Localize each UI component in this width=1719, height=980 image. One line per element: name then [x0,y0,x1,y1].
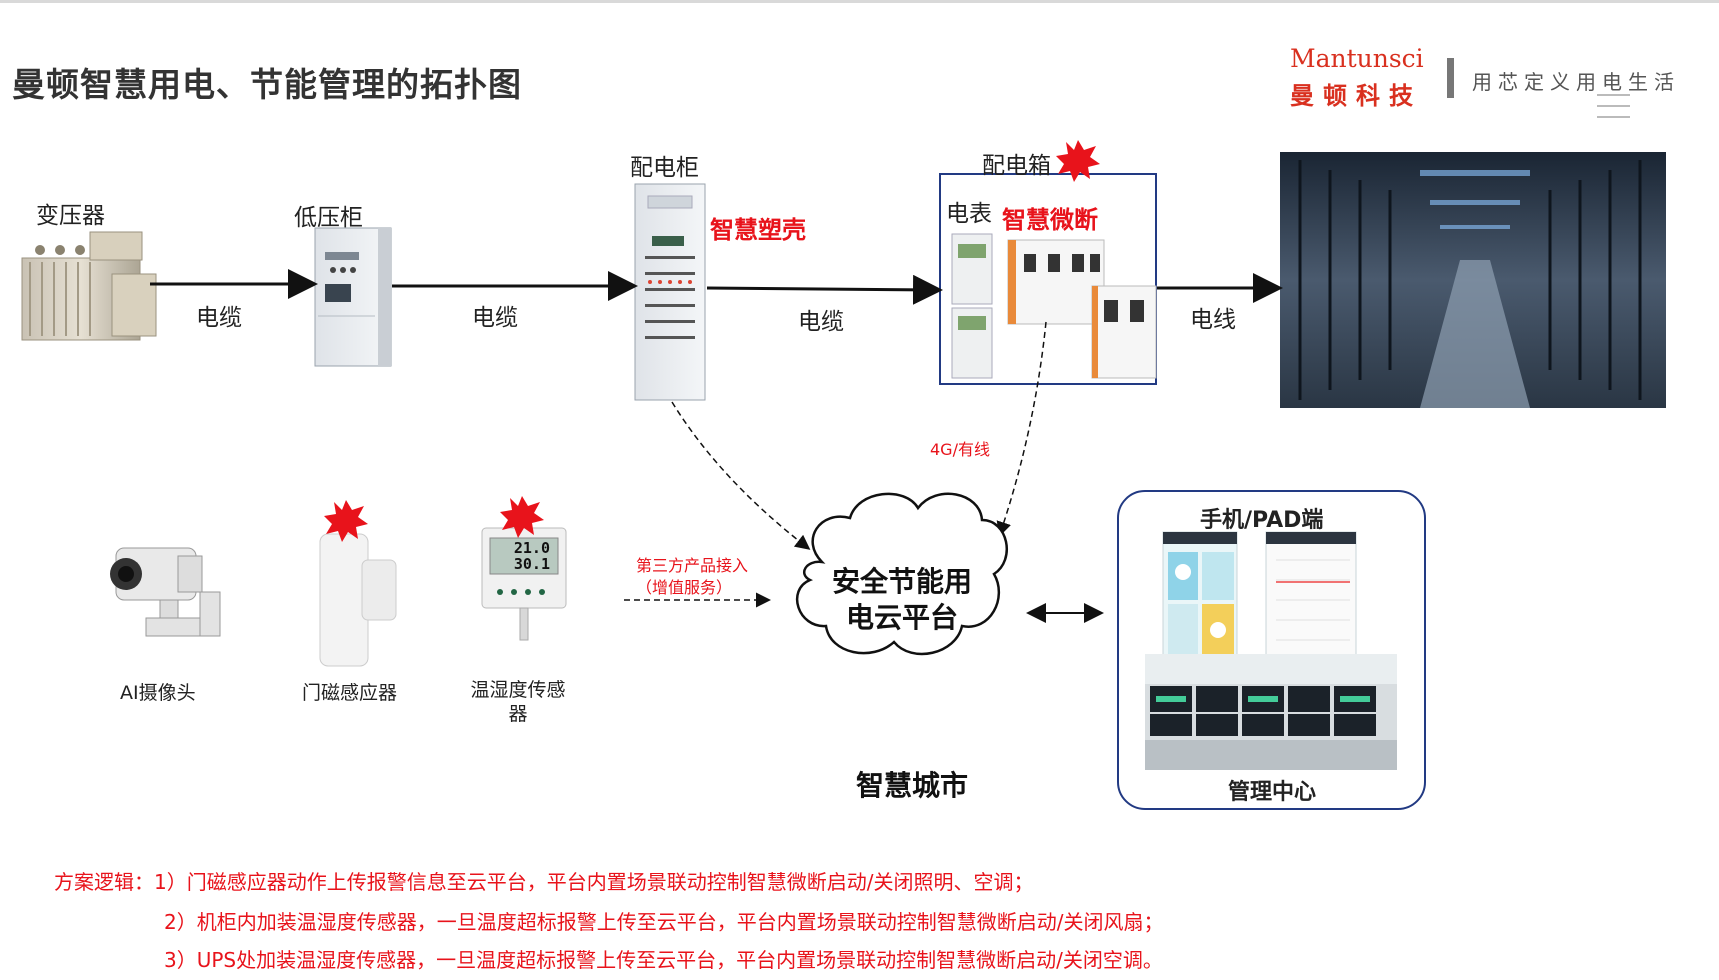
dashed-arrow-box [996,321,1047,537]
camera-label: AI摄像头 [120,682,196,704]
scheme-note-2: 2）机柜内加装温湿度传感器，一旦温度超标报警上传至云平台，平台内置场景联动控制智… [164,910,1164,934]
network-label: 4G/有线 [930,440,990,459]
management-center-label: 管理中心 [1228,780,1317,805]
menu-icon[interactable] [1597,94,1630,122]
th-sensor-display: 21.0 30.1 [494,540,550,572]
distribution-cabinet-label: 配电柜 [630,155,699,181]
low-voltage-cabinet-image [314,227,392,367]
distribution-box-label: 配电箱 [982,153,1051,179]
top-divider [0,0,1719,3]
th-sensor-label: 温湿度传感器 [470,679,566,725]
brand-divider [1447,58,1454,98]
mobile-pad-label: 手机/PAD端 [1200,508,1324,533]
smart-breaker-label: 智慧微断 [1002,206,1098,234]
smart-mccb-label: 智慧塑壳 [710,216,806,244]
brand-slogan: 用芯定义用电生活 [1472,70,1680,94]
th-sensor-image [481,527,567,641]
transformer-label: 变压器 [36,203,105,229]
brand-logo-en: Mantunsci [1290,44,1424,73]
smart-city-label: 智慧城市 [856,769,969,802]
third-party-label-1: 第三方产品接入 [636,556,749,575]
cable-label-2: 电缆 [472,305,518,331]
scheme-note-1: 方案逻辑：1）门磁感应器动作上传报警信息至云平台，平台内置场景联动控制智慧微断启… [54,870,1034,894]
cable-label-3: 电缆 [798,309,844,335]
cable-arrow-3 [706,274,943,305]
meter-image [951,233,993,379]
distribution-cabinet-image [634,183,706,401]
scheme-note-3: 3）UPS处加装温湿度传感器，一旦温度超标报警上传至云平台，平台内置场景联动控制… [164,948,1163,972]
cable-label-1: 电缆 [196,305,242,331]
cloud-platform-line2: 电云平台 [845,601,958,634]
camera-image [110,547,221,637]
dashed-arrow-cabinet [671,401,811,550]
th-display-value-1: 21.0 [513,539,550,557]
cloud-shape [795,492,1009,656]
meter-label: 电表 [946,201,992,227]
smart-breaker-image [1007,239,1157,379]
third-party-label-2: （增值服务） [636,578,733,597]
door-sensor-image [319,533,397,667]
data-center-image [1280,152,1666,408]
transformer-image [21,231,157,341]
page-title: 曼顿智慧用电、节能管理的拓扑图 [12,65,522,104]
cloud-platform-label: 安全节能用 电云平台 [812,564,992,636]
client-panel [1117,490,1426,810]
alert-burst-icon [324,140,1100,542]
brand-logo-cn: 曼顿科技 [1290,82,1422,110]
th-display-value-2: 30.1 [513,555,550,573]
wire-label: 电线 [1190,307,1236,333]
control-center-image [1145,654,1397,770]
mobile-screens-image [1162,531,1357,665]
low-voltage-cabinet-label: 低压柜 [294,205,363,231]
cloud-platform-line1: 安全节能用 [831,565,972,598]
door-sensor-label: 门磁感应器 [302,682,398,704]
